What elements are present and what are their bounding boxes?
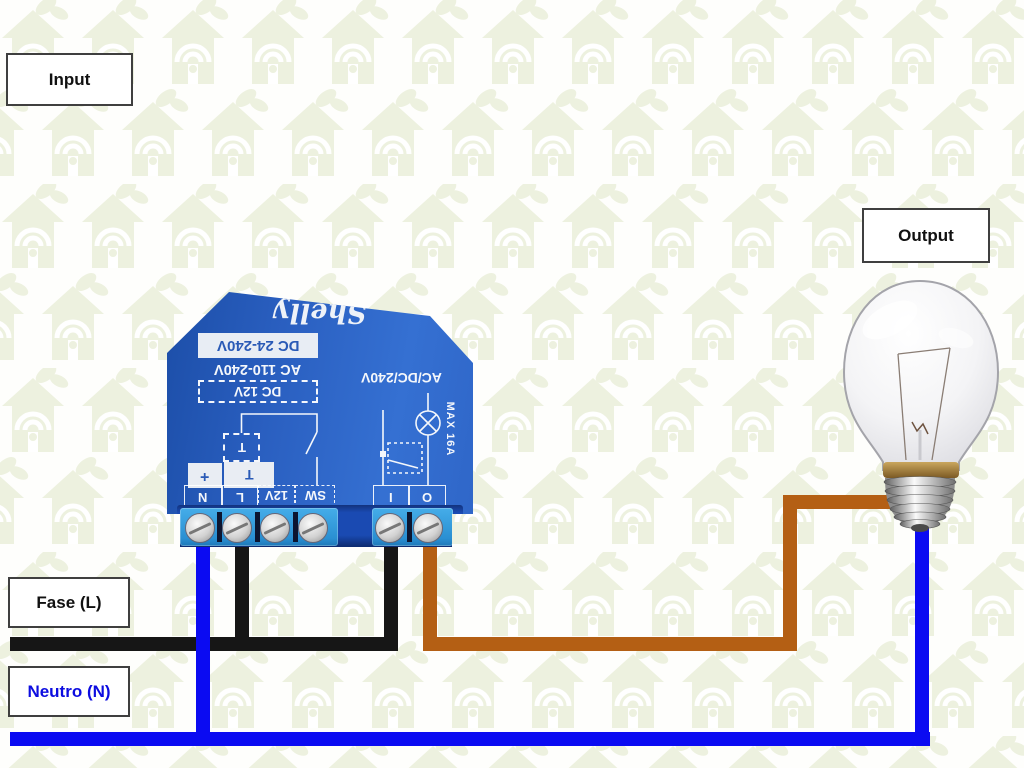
screw-terminal-12V xyxy=(260,513,290,543)
output-wire-from-O xyxy=(423,540,437,651)
relay-symbol-icon xyxy=(387,442,423,474)
terminal-label-N: N xyxy=(184,485,222,508)
fase-wire-to-I xyxy=(384,540,398,651)
terminal-label-I: I xyxy=(373,485,409,508)
neutro-wire-horizontal xyxy=(10,732,930,746)
terminal-separator xyxy=(293,512,298,542)
glass-highlight xyxy=(938,327,974,349)
plus-marker: + xyxy=(188,463,222,488)
shelly-relay-device: Shelly DC 24-240V AC 110-240V DC 12V AC/… xyxy=(167,292,473,547)
bulb-contact-tip xyxy=(911,524,929,532)
lamp-symbol-icon xyxy=(415,410,441,436)
terminal-separator xyxy=(407,512,412,542)
screw-terminal-O xyxy=(413,513,443,543)
t-marker: T xyxy=(224,462,274,488)
bulb-adhesive-band xyxy=(883,462,959,478)
lamp-symbol-cross xyxy=(418,413,438,433)
terminal-label-O: O xyxy=(409,485,446,508)
output-wire-to-bulb xyxy=(783,495,893,509)
bulb-filament xyxy=(897,347,951,461)
printed-circuit-symbols xyxy=(240,393,441,485)
neutro-wire-to-bulb xyxy=(915,524,929,746)
junction-dot xyxy=(380,451,386,457)
screw-terminal-I xyxy=(375,513,405,543)
terminal-label-L: L xyxy=(222,485,258,508)
terminal-separator xyxy=(255,512,260,542)
screw-terminal-L xyxy=(222,513,252,543)
neutro-wire-from-N xyxy=(196,540,210,746)
bulb-screw-threads xyxy=(883,476,957,529)
fase-label: Fase (L) xyxy=(8,577,130,628)
input-label: Input xyxy=(6,53,133,106)
rating-dc-low-badge: DC 12V xyxy=(198,380,318,403)
neutro-label: Neutro (N) xyxy=(8,666,130,717)
screw-terminal-SW xyxy=(298,513,328,543)
light-bulb-image xyxy=(842,279,1000,532)
t-dashed-marker: T xyxy=(223,433,260,462)
output-label: Output xyxy=(862,208,990,263)
output-wire-riser xyxy=(783,495,797,651)
fase-wire-from-L xyxy=(235,540,249,651)
glass-highlight xyxy=(862,300,918,340)
rating-dc-high-badge: DC 24-240V xyxy=(198,333,318,358)
relay-contact-line xyxy=(387,459,419,469)
screw-terminal-N xyxy=(185,513,215,543)
switch-symbol-icon xyxy=(240,413,318,485)
output-wire-horizontal xyxy=(423,637,797,651)
terminal-separator xyxy=(217,512,222,542)
